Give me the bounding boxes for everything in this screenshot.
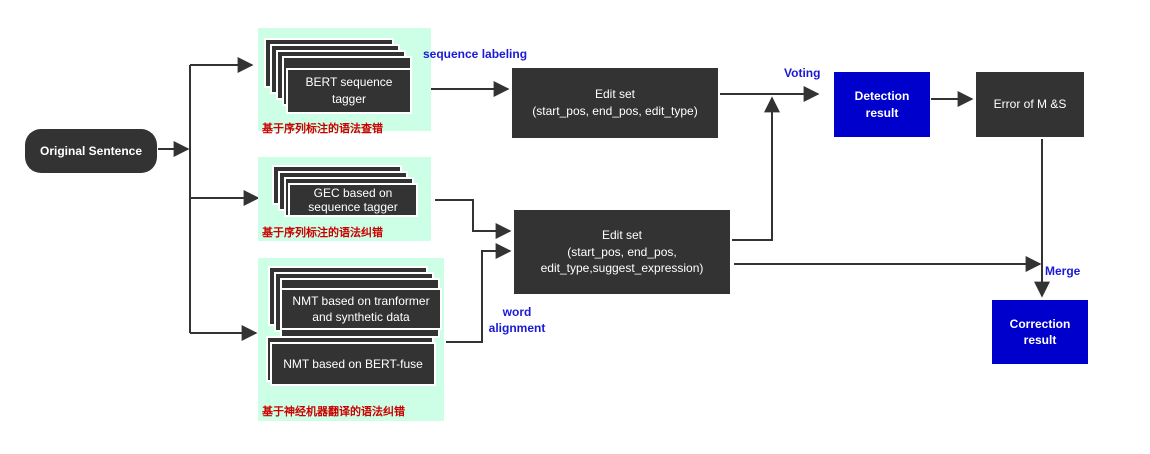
bert-tagger-caption: 基于序列标注的语法查错 xyxy=(262,122,383,135)
bert-tagger-box: BERT sequence tagger xyxy=(286,68,412,114)
gec-tagger-label: GEC based on sequence tagger xyxy=(308,185,398,214)
gec-tagger-box: GEC based on sequence tagger xyxy=(288,183,418,217)
voting-label: Voting xyxy=(784,66,821,80)
detection-edit-set-box: Edit set (start_pos, end_pos, edit_type) xyxy=(512,68,718,138)
merge-label: Merge xyxy=(1045,264,1081,278)
sequence-labeling-label: sequence labeling xyxy=(423,47,528,61)
nmt-bert-label: NMT based on BERT-fuse xyxy=(283,356,423,371)
gec-tagger-group: GEC based on sequence tagger 基于序列标注的语法纠错 xyxy=(258,157,431,241)
detection-result-box: Detection result xyxy=(834,72,930,137)
word-alignment-label: word alignment xyxy=(488,305,546,336)
bert-tagger-label: BERT sequence tagger xyxy=(305,75,393,106)
edit-set-fields: (start_pos, end_pos, edit_type) xyxy=(532,104,698,118)
nmt-group: NMT based on tranformer and synthetic da… xyxy=(258,258,444,421)
arrow-nmt-editset xyxy=(446,243,512,343)
nmt-caption: 基于神经机器翻译的语法纠错 xyxy=(262,405,405,418)
edit-set-title: Edit set xyxy=(601,227,643,242)
original-sentence-label: Original Sentence xyxy=(39,144,143,158)
arrow-gec-editset xyxy=(435,199,512,239)
edit-set-title: Edit set xyxy=(594,87,636,102)
correction-result-label: Correction result xyxy=(1009,316,1071,347)
nmt-bert-box: NMT based on BERT-fuse xyxy=(270,342,436,386)
nmt-transformer-box: NMT based on tranformer and synthetic da… xyxy=(280,288,442,330)
arrow-editset2-voting xyxy=(732,96,780,241)
correction-result-box: Correction result xyxy=(992,300,1088,364)
error-ms-box: Error of M &S xyxy=(976,72,1084,137)
nmt-transformer-label: NMT based on tranformer and synthetic da… xyxy=(292,293,430,324)
edit-set-fields: edit_type,suggest_expression) xyxy=(540,261,704,276)
original-sentence-node: Original Sentence xyxy=(25,129,157,173)
correction-edit-set-box: Edit set (start_pos, end_pos, edit_type,… xyxy=(514,210,730,294)
detection-result-label: Detection result xyxy=(854,89,910,120)
bert-tagger-group: BERT sequence tagger 基于序列标注的语法查错 xyxy=(258,28,431,135)
error-ms-label: Error of M &S xyxy=(993,97,1067,112)
edit-set-fields: (start_pos, end_pos, xyxy=(567,244,677,259)
gec-tagger-caption: 基于序列标注的语法纠错 xyxy=(262,226,383,239)
